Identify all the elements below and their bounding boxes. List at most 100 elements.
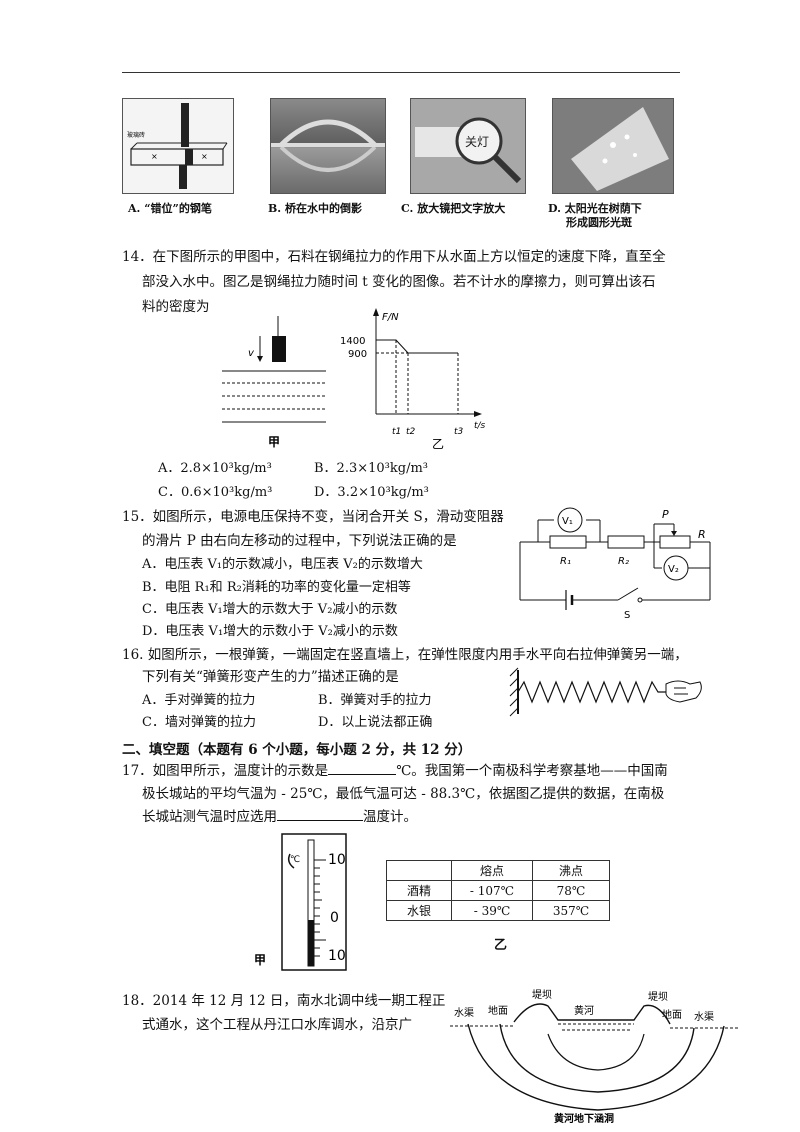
tunnel-label: 黄河地下涵洞 bbox=[554, 1112, 614, 1125]
tunnel-inner bbox=[499, 1023, 695, 1093]
q17-melting-boiling-table: 熔点 沸点 酒精 - 107℃ 78℃ 水银 - 39℃ 357℃ bbox=[386, 860, 610, 921]
hand-icon bbox=[665, 680, 702, 703]
q17-blank-1[interactable] bbox=[328, 760, 397, 775]
thermo-tick-minus10: 10 bbox=[328, 948, 346, 964]
thermo-tick-0: 0 bbox=[330, 910, 339, 926]
option-b-figure bbox=[270, 98, 386, 194]
resistor-r2 bbox=[607, 535, 645, 549]
q17-text-line2: 极长城站的平均气温为 - 25℃，最低气温可达 - 88.3℃，依据图乙提供的数… bbox=[142, 786, 665, 802]
q14-option-a: A．2.8×10³kg/m³ bbox=[158, 461, 272, 476]
q17-line3-part2: 温度计。 bbox=[363, 809, 417, 825]
option-b-caption: B. 桥在水中的倒影 bbox=[268, 202, 362, 215]
y-tick-900: 900 bbox=[348, 349, 367, 360]
dike-right-label: 堤坝 bbox=[648, 991, 668, 1003]
q14-figure-yi-graph: F/N t/s 1400 900 t1 t2 t3 乙 bbox=[340, 308, 486, 451]
q15-text-line1: 15．如图所示，电源电压保持不变，当闭合开关 S，滑动变阻器 bbox=[122, 509, 504, 525]
switch-icon bbox=[617, 587, 639, 601]
q18-text-line1: 18．2014 年 12 月 12 日，南水北调中线一期工程正 bbox=[122, 993, 446, 1009]
glass-label: 玻璃砖 bbox=[127, 131, 145, 139]
q14-figure-jia: v 甲 bbox=[222, 316, 326, 449]
q17-line1-part2: ℃。我国第一个南极科学考察基地——中国南 bbox=[396, 763, 668, 779]
svg-text:×: × bbox=[151, 152, 158, 161]
bridge-reflection-icon bbox=[271, 119, 385, 172]
q15-option-a: A．电压表 V₁的示数减小，电压表 V₂的示数增大 bbox=[142, 557, 423, 572]
q14-option-c: C．0.6×10³kg/m³ bbox=[158, 485, 273, 500]
v2-label: V₂ bbox=[668, 564, 679, 575]
q17-line1-part1: 17．如图甲所示，温度计的示数是 bbox=[122, 763, 329, 779]
sign-label: 关灯 bbox=[465, 135, 489, 149]
x-axis-label: t/s bbox=[474, 421, 486, 431]
q17-blank-2[interactable] bbox=[277, 806, 363, 821]
canal-left-label: 水渠 bbox=[454, 1007, 474, 1019]
option-d-caption: D. 太阳光在树荫下 bbox=[548, 202, 642, 215]
table-cell: 酒精 bbox=[386, 880, 452, 901]
option-a-caption: A. “错位”的钢笔 bbox=[128, 202, 212, 215]
thermo-caption: 甲 bbox=[254, 953, 266, 967]
table-cell: - 39℃ bbox=[451, 900, 533, 921]
voltmeter-v1-icon bbox=[557, 507, 583, 533]
q17-text-line1: 17．如图甲所示，温度计的示数是 ℃。我国第一个南极科学考察基地——中国南 bbox=[122, 760, 668, 782]
spring-icon bbox=[517, 680, 666, 704]
q14-text-line1: 14．在下图所示的甲图中，石料在钢绳拉力的作用下从水面上方以恒定的速度下降，直至… bbox=[122, 249, 666, 265]
slider-arrow-icon bbox=[671, 531, 677, 536]
q15-option-d: D．电压表 V₁增大的示数小于 V₂减小的示数 bbox=[142, 624, 398, 639]
q17-line3-part1: 长城站测气温时应选用 bbox=[142, 809, 277, 825]
svg-text:℃: ℃ bbox=[290, 855, 300, 865]
table-cell: 78℃ bbox=[532, 880, 610, 901]
q16-option-b: B．弹簧对手的拉力 bbox=[318, 693, 432, 708]
q15-circuit-diagram: V₁ P R R₁ R₂ V₂ S bbox=[519, 507, 711, 621]
option-c-caption: C. 放大镜把文字放大 bbox=[401, 202, 506, 215]
option-d-figure bbox=[552, 98, 674, 194]
sunlight-spots-icon bbox=[571, 107, 669, 191]
canal-right-label: 水渠 bbox=[694, 1011, 714, 1023]
p-label: P bbox=[662, 508, 669, 521]
ground-left-label: 地面 bbox=[488, 1004, 508, 1017]
table-cell: - 107℃ bbox=[451, 880, 533, 901]
thermo-tick-10: 10 bbox=[328, 852, 346, 868]
thermometer-scale bbox=[314, 859, 326, 957]
x-tick-t2: t2 bbox=[406, 427, 416, 437]
x-tick-t3: t3 bbox=[454, 427, 464, 437]
q17-thermometer-figure: ℃ 10 0 10 甲 bbox=[254, 833, 347, 971]
s-label: S bbox=[624, 610, 630, 621]
q14-option-b: B．2.3×10³kg/m³ bbox=[314, 461, 428, 476]
fig-yi-caption: 乙 bbox=[432, 437, 444, 451]
velocity-label: v bbox=[248, 348, 255, 359]
table-header-cell bbox=[386, 860, 452, 881]
q15-option-c: C．电压表 V₁增大的示数大于 V₂减小的示数 bbox=[142, 602, 398, 617]
force-curve bbox=[376, 339, 458, 354]
option-c-figure: 关灯 bbox=[410, 98, 526, 194]
q18-text-line2: 式通水，这个工程从丹江口水库调水，沿京广 bbox=[142, 1017, 412, 1033]
q16-option-d: D．以上说法都正确 bbox=[318, 715, 433, 730]
y-tick-1400: 1400 bbox=[340, 336, 365, 347]
q16-option-c: C．墙对弹簧的拉力 bbox=[142, 715, 256, 730]
table-cell: 357℃ bbox=[532, 900, 610, 921]
x-tick-t1: t1 bbox=[392, 427, 401, 437]
stone-block bbox=[272, 336, 286, 362]
riverbank-outline bbox=[513, 1003, 671, 1025]
q16-option-a: A．手对弹簧的拉力 bbox=[142, 693, 256, 708]
q16-text-line1: 16. 如图所示，一根弹簧，一端固定在竖直墙上，在弹性限度内用手水平向右拉伸弹簧… bbox=[122, 647, 688, 663]
q15-text-line2: 的滑片 P 由右向左移动的过程中，下列说法正确的是 bbox=[142, 533, 457, 549]
y-axis-label: F/N bbox=[382, 312, 399, 323]
q14-text-line3: 料的密度为 bbox=[142, 299, 210, 315]
section-2-heading: 二、填空题（本题有 6 个小题，每小题 2 分，共 12 分） bbox=[122, 742, 472, 758]
header-rule bbox=[122, 72, 680, 73]
q14-text-line2: 部没入水中。图乙是钢绳拉力随时间 t 变化的图像。若不计水的摩擦力，则可算出该石 bbox=[142, 274, 656, 290]
rheostat-r bbox=[659, 535, 691, 549]
r-label: R bbox=[698, 528, 706, 541]
dike-left-label: 堤坝 bbox=[532, 989, 552, 1001]
mercury-column bbox=[308, 920, 314, 966]
v1-label: V₁ bbox=[562, 516, 573, 527]
q16-text-line2: 下列有关“弹簧形变产生的力”描述正确的是 bbox=[142, 669, 399, 685]
table-row: 酒精 - 107℃ 78℃ bbox=[386, 880, 610, 901]
table-header-cell: 沸点 bbox=[532, 860, 610, 881]
fig-jia-caption: 甲 bbox=[268, 435, 280, 449]
r1-label: R₁ bbox=[560, 556, 571, 567]
q15-option-b: B．电阻 R₁和 R₂消耗的功率的变化量一定相等 bbox=[142, 580, 411, 595]
q14-option-d: D．3.2×10³kg/m³ bbox=[314, 485, 429, 500]
option-d-caption-line2: 形成圆形光斑 bbox=[566, 216, 632, 229]
ground-right-label: 地面 bbox=[662, 1008, 682, 1021]
option-a-figure: × × 玻璃砖 bbox=[122, 98, 234, 194]
svg-text:×: × bbox=[201, 152, 208, 161]
